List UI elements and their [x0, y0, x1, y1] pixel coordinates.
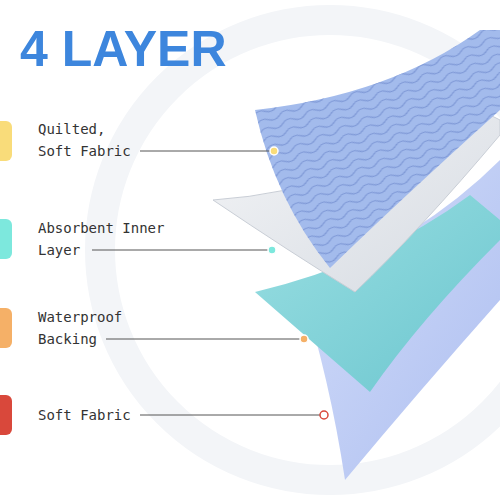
leader-dot: [300, 335, 308, 343]
layer-label: Soft Fabric: [38, 404, 158, 426]
leader-dot: [320, 411, 328, 419]
marker-pill: [0, 219, 12, 259]
leader-lines: [92, 151, 320, 415]
layer-label: Waterproof Backing: [38, 306, 138, 350]
marker-pill: [0, 395, 12, 435]
leader-dot: [268, 246, 276, 254]
marker-pill: [0, 121, 12, 161]
title: 4 LAYER: [20, 22, 227, 77]
leader-dot: [270, 147, 278, 155]
marker-pill: [0, 308, 12, 348]
quilted-layer: [255, 30, 500, 268]
layer-label: Absorbent Inner Layer: [38, 217, 170, 261]
quilted-texture: [255, 30, 500, 268]
layer-label: Quilted, Soft Fabric: [38, 118, 138, 162]
